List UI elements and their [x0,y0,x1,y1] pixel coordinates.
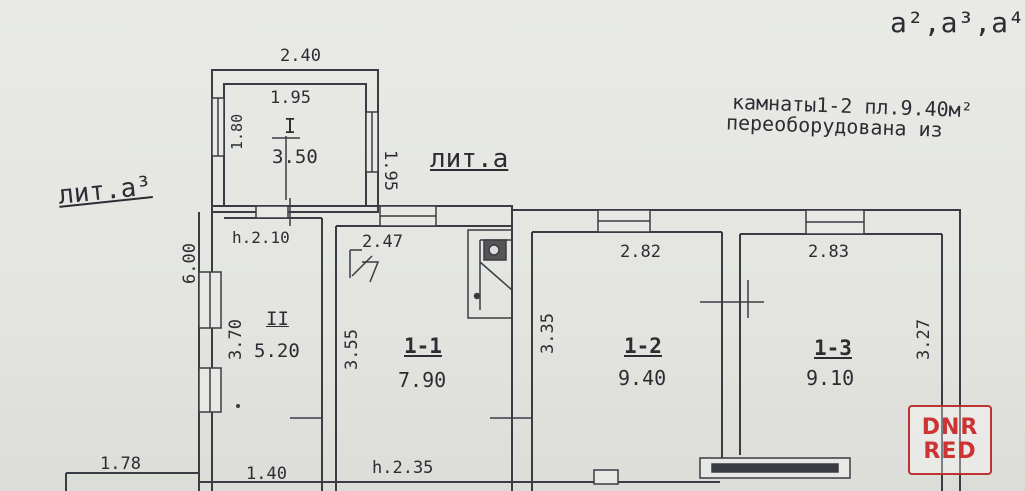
room-II-number: II [266,308,289,330]
dim-room-II-top: h.2.10 [232,228,290,247]
room-1-1-number: 1-1 [404,334,442,358]
dim-bottom-left: 1.78 [100,454,141,474]
dim-room-13-height: 3.27 [914,319,934,360]
dim-room-11-top: 2.47 [362,232,403,252]
dim-bottom-11: h.2.35 [372,458,434,478]
floor-plan [65,69,961,491]
label-lit-a: лит.а [430,144,509,174]
room-1-2-area: 9.40 [618,366,667,390]
room-II-area: 5.20 [254,340,300,362]
room-I-number: I [284,114,297,138]
room-1-3-area: 9.10 [806,366,855,390]
room-1-1-area: 7.90 [398,368,447,392]
window-bottom-12 [593,469,619,485]
room-1-2-number: 1-2 [624,334,662,358]
dim-room-I-right: 1.95 [380,150,400,191]
dim-bottom-II: 1.40 [246,464,287,484]
wall-11-12 [511,210,533,491]
wall-II-11 [321,218,337,491]
dim-room-12-top: 2.82 [620,242,661,262]
window-room-II-top [255,205,289,219]
dim-room-12-height: 3.35 [538,313,558,354]
dim-room-I-width: 1.95 [270,88,311,108]
windows [198,97,865,485]
stove [467,229,513,319]
watermark-line-2: RED [923,439,977,464]
wall-bottom-left [65,472,199,491]
dimension-ticks [272,136,300,200]
wall-12-13 [721,232,741,470]
dim-room-11-height: 3.55 [342,329,362,370]
entry-symbol [349,249,380,283]
dim-room-13-top: 2.83 [808,242,849,262]
dim-top-outer: 2.40 [280,46,321,66]
watermark-logo: DNR RED [908,405,992,475]
room-I-area: 3.50 [272,146,318,168]
room-1-3-number: 1-3 [814,336,852,360]
watermark-line-1: DNR [921,415,979,440]
walls [65,69,961,491]
litera-codes: a²,a³,a⁴ [890,6,1025,39]
dim-room-II-height: 3.70 [226,319,246,360]
dim-room-I-height: 1.80 [228,113,246,150]
door-marks [289,198,764,419]
dim-left-total: 6.00 [180,243,200,284]
